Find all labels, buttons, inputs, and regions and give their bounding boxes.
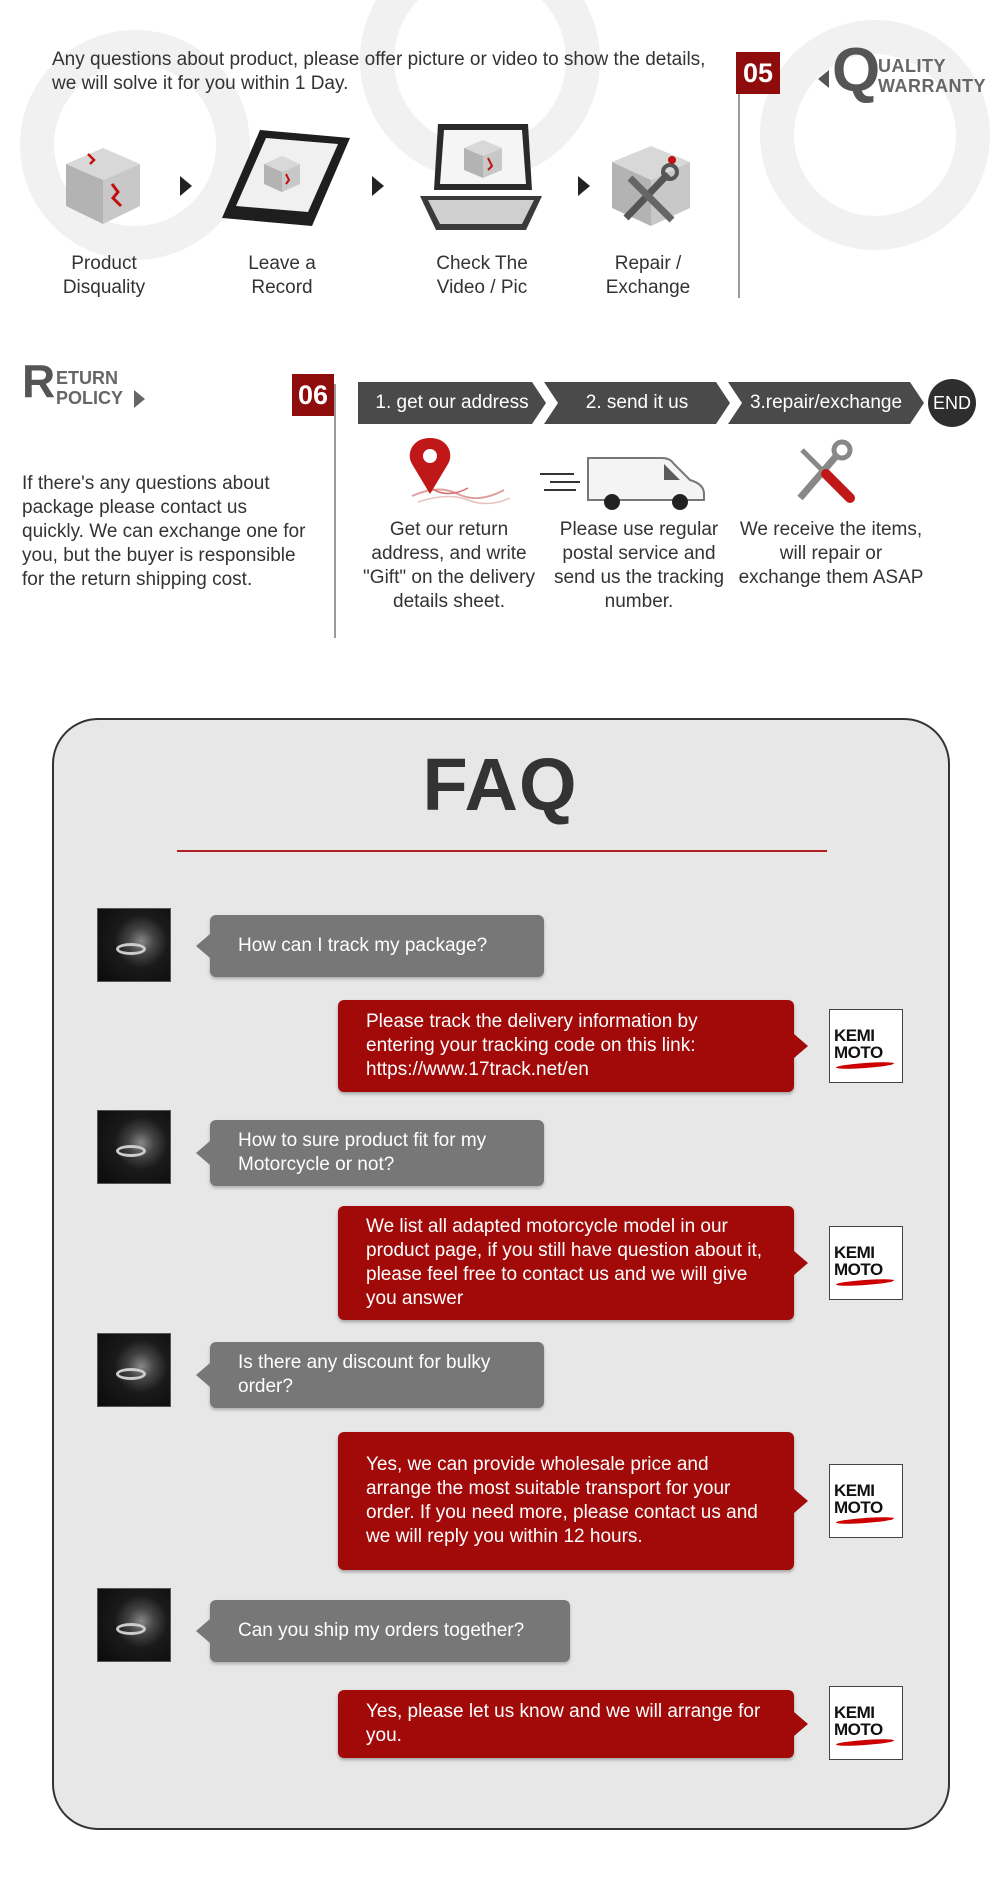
- laptop-check-icon: [420, 124, 542, 230]
- return-detail-address: Get our return address, and write "Gift"…: [363, 519, 535, 612]
- faq-question-3: Is there any discount for bulky order?: [196, 1342, 544, 1408]
- customer-avatar: [97, 1588, 171, 1662]
- warranty-intro: Any questions about product, please offe…: [52, 49, 706, 94]
- return-policy-logo: R ETURN POLICY: [22, 358, 162, 414]
- delivery-van-icon: [540, 457, 705, 510]
- return-step-get-address: 1. get our address: [358, 382, 546, 424]
- location-pin-icon: [409, 438, 511, 505]
- customer-avatar: [97, 1110, 171, 1184]
- customer-avatar: [97, 908, 171, 982]
- logo-text-quality: UALITY: [878, 56, 946, 76]
- wrench-screwdriver-icon: [797, 439, 855, 503]
- logo-triangle-icon: [818, 70, 829, 88]
- faq-title-underline: [177, 850, 827, 852]
- kemimoto-logo: KEMI MOTO: [829, 1686, 903, 1760]
- logo-text-policy: POLICY: [56, 388, 124, 408]
- return-policy-description: If there's any questions about package p…: [22, 473, 306, 590]
- faq-answer-1: Please track the delivery information by…: [338, 1000, 808, 1092]
- step-label-repair: Repair / Exchange: [605, 253, 691, 298]
- faq-question-2: How to sure product fit for my Motorcycl…: [196, 1120, 544, 1186]
- faq-answer-3: Yes, we can provide wholesale price and …: [338, 1432, 808, 1570]
- faq-question-4: Can you ship my orders together?: [196, 1600, 570, 1662]
- step-arrow-icon: [372, 176, 384, 196]
- return-step-repair: 3.repair/exchange: [728, 382, 924, 424]
- repair-tools-icon: [612, 146, 690, 226]
- logo-letter-q: Q: [832, 36, 881, 105]
- section-badge-06: 06: [292, 374, 334, 416]
- return-step-send: 2. send it us: [544, 382, 730, 424]
- faq-answer-4: Yes, please let us know and we will arra…: [338, 1690, 808, 1758]
- logo-text-eturn: ETURN: [56, 368, 118, 388]
- step-label-check: Check The Video / Pic: [436, 253, 528, 298]
- step-label-product: Product Disquality: [62, 253, 146, 298]
- step-label-record: Leave a Record: [248, 253, 316, 298]
- return-step-end: END: [928, 379, 976, 427]
- return-policy-divider: [334, 384, 336, 638]
- kemimoto-logo: KEMI MOTO: [829, 1226, 903, 1300]
- damaged-box-icon: [66, 148, 140, 224]
- step-arrow-icon: [180, 176, 192, 196]
- logo-letter-r: R: [22, 355, 56, 407]
- faq-question-1: How can I track my package?: [196, 915, 544, 977]
- kemimoto-logo: KEMI MOTO: [829, 1464, 903, 1538]
- logo-triangle-icon: [134, 390, 145, 408]
- quality-warranty-logo: Q UALITY WARRANTY: [818, 40, 998, 110]
- phone-record-icon: [222, 130, 350, 226]
- logo-text-warranty: WARRANTY: [878, 76, 986, 96]
- warranty-divider: [738, 94, 740, 298]
- customer-avatar: [97, 1333, 171, 1407]
- faq-answer-2: We list all adapted motorcycle model in …: [338, 1206, 808, 1320]
- kemimoto-logo: KEMI MOTO: [829, 1009, 903, 1083]
- section-badge-05: 05: [736, 52, 780, 94]
- faq-title: FAQ: [422, 743, 578, 826]
- return-detail-send: Please use regular postal service and se…: [553, 519, 725, 612]
- return-detail-repair: We receive the items, will repair or exc…: [738, 519, 924, 588]
- step-arrow-icon: [578, 176, 590, 196]
